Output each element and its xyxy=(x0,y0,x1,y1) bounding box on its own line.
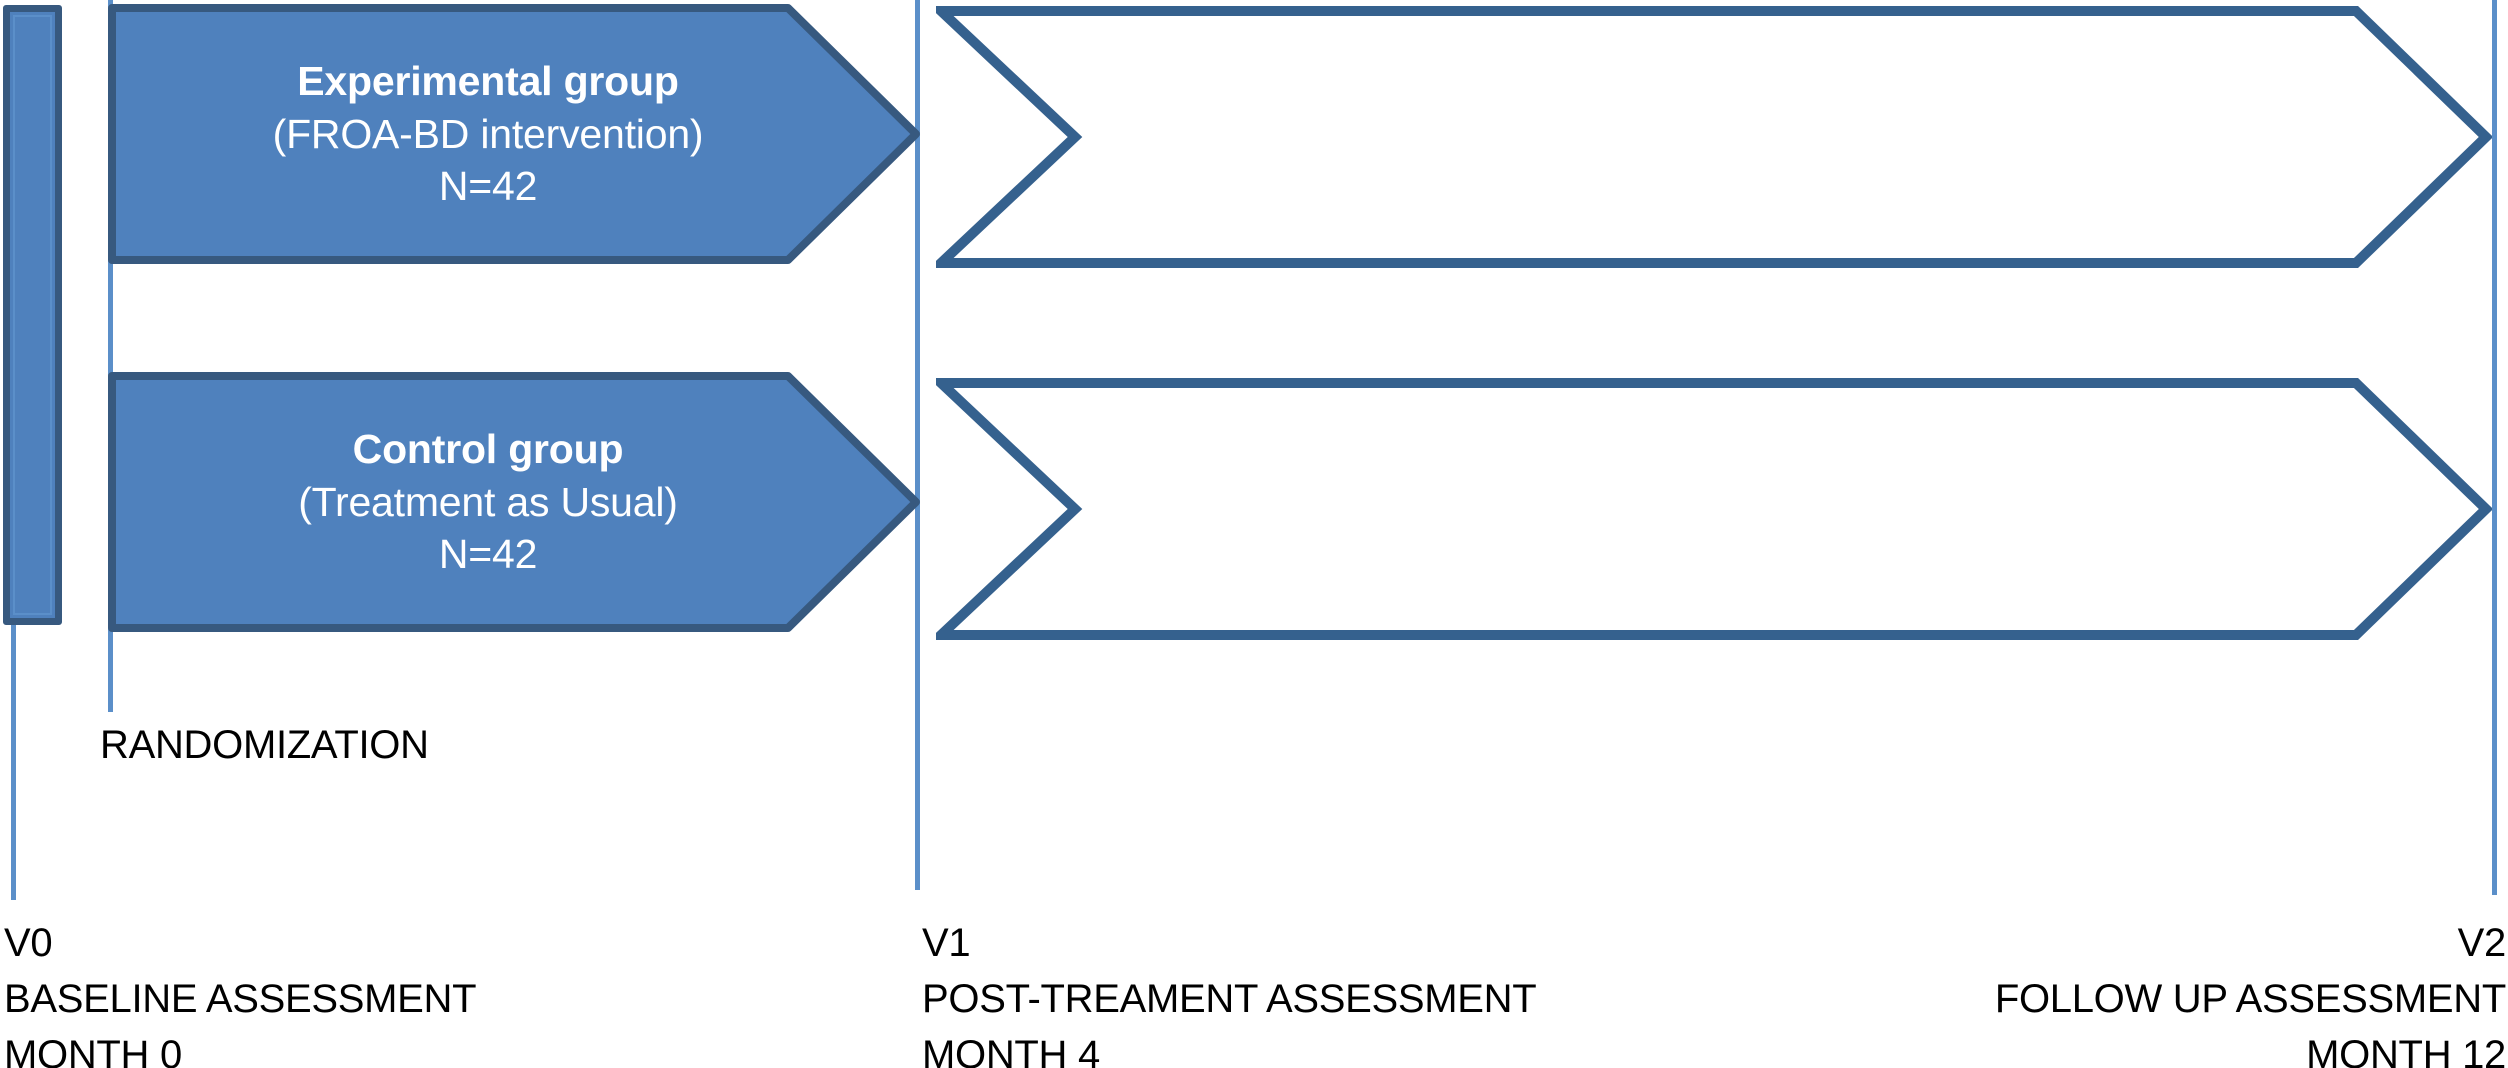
timepoint-label-v1: V1 POST-TREAMENT ASSESSMENT MONTH 4 xyxy=(922,915,1537,1068)
timepoint-v2-month: MONTH 12 xyxy=(2306,1033,2506,1068)
randomization-timeline-rule xyxy=(108,0,113,712)
followup-chevron-control xyxy=(936,378,2492,640)
timepoint-v0-assessment: BASELINE ASSESSMENT xyxy=(4,977,477,1021)
control-group-arrow-shape xyxy=(108,372,920,632)
experimental-group-arrow-shape xyxy=(108,4,920,264)
timepoint-v1-month: MONTH 4 xyxy=(922,1033,1100,1068)
experimental-group-arrow: Experimental group (FROA-BD intervention… xyxy=(108,4,920,264)
timepoint-label-v2: V2 FOLLOW UP ASSESSMENT MONTH 12 xyxy=(1995,915,2506,1068)
timepoint-v0-month: MONTH 0 xyxy=(4,1033,182,1068)
timepoint-v1-visit: V1 xyxy=(922,921,971,965)
timepoint-v0-visit: V0 xyxy=(4,921,53,965)
control-group-arrow: Control group (Treatment as Usual) N=42 xyxy=(108,372,920,632)
baseline-assessment-bar xyxy=(3,5,62,625)
randomization-label: RANDOMIZATION xyxy=(100,723,429,767)
followup-chevron-experimental-shape xyxy=(936,6,2492,268)
timepoint-label-v0: V0 BASELINE ASSESSMENT MONTH 0 xyxy=(4,915,477,1068)
v0-timeline-rule xyxy=(11,625,16,900)
timepoint-v2-visit: V2 xyxy=(2457,921,2507,965)
v2-timeline-rule xyxy=(2492,0,2497,895)
followup-chevron-control-shape xyxy=(936,378,2492,640)
v1-timeline-rule xyxy=(915,0,920,890)
followup-chevron-experimental xyxy=(936,6,2492,268)
timepoint-v2-assessment: FOLLOW UP ASSESSMENT xyxy=(1994,977,2506,1021)
timepoint-v1-assessment: POST-TREAMENT ASSESSMENT xyxy=(922,977,1537,1021)
